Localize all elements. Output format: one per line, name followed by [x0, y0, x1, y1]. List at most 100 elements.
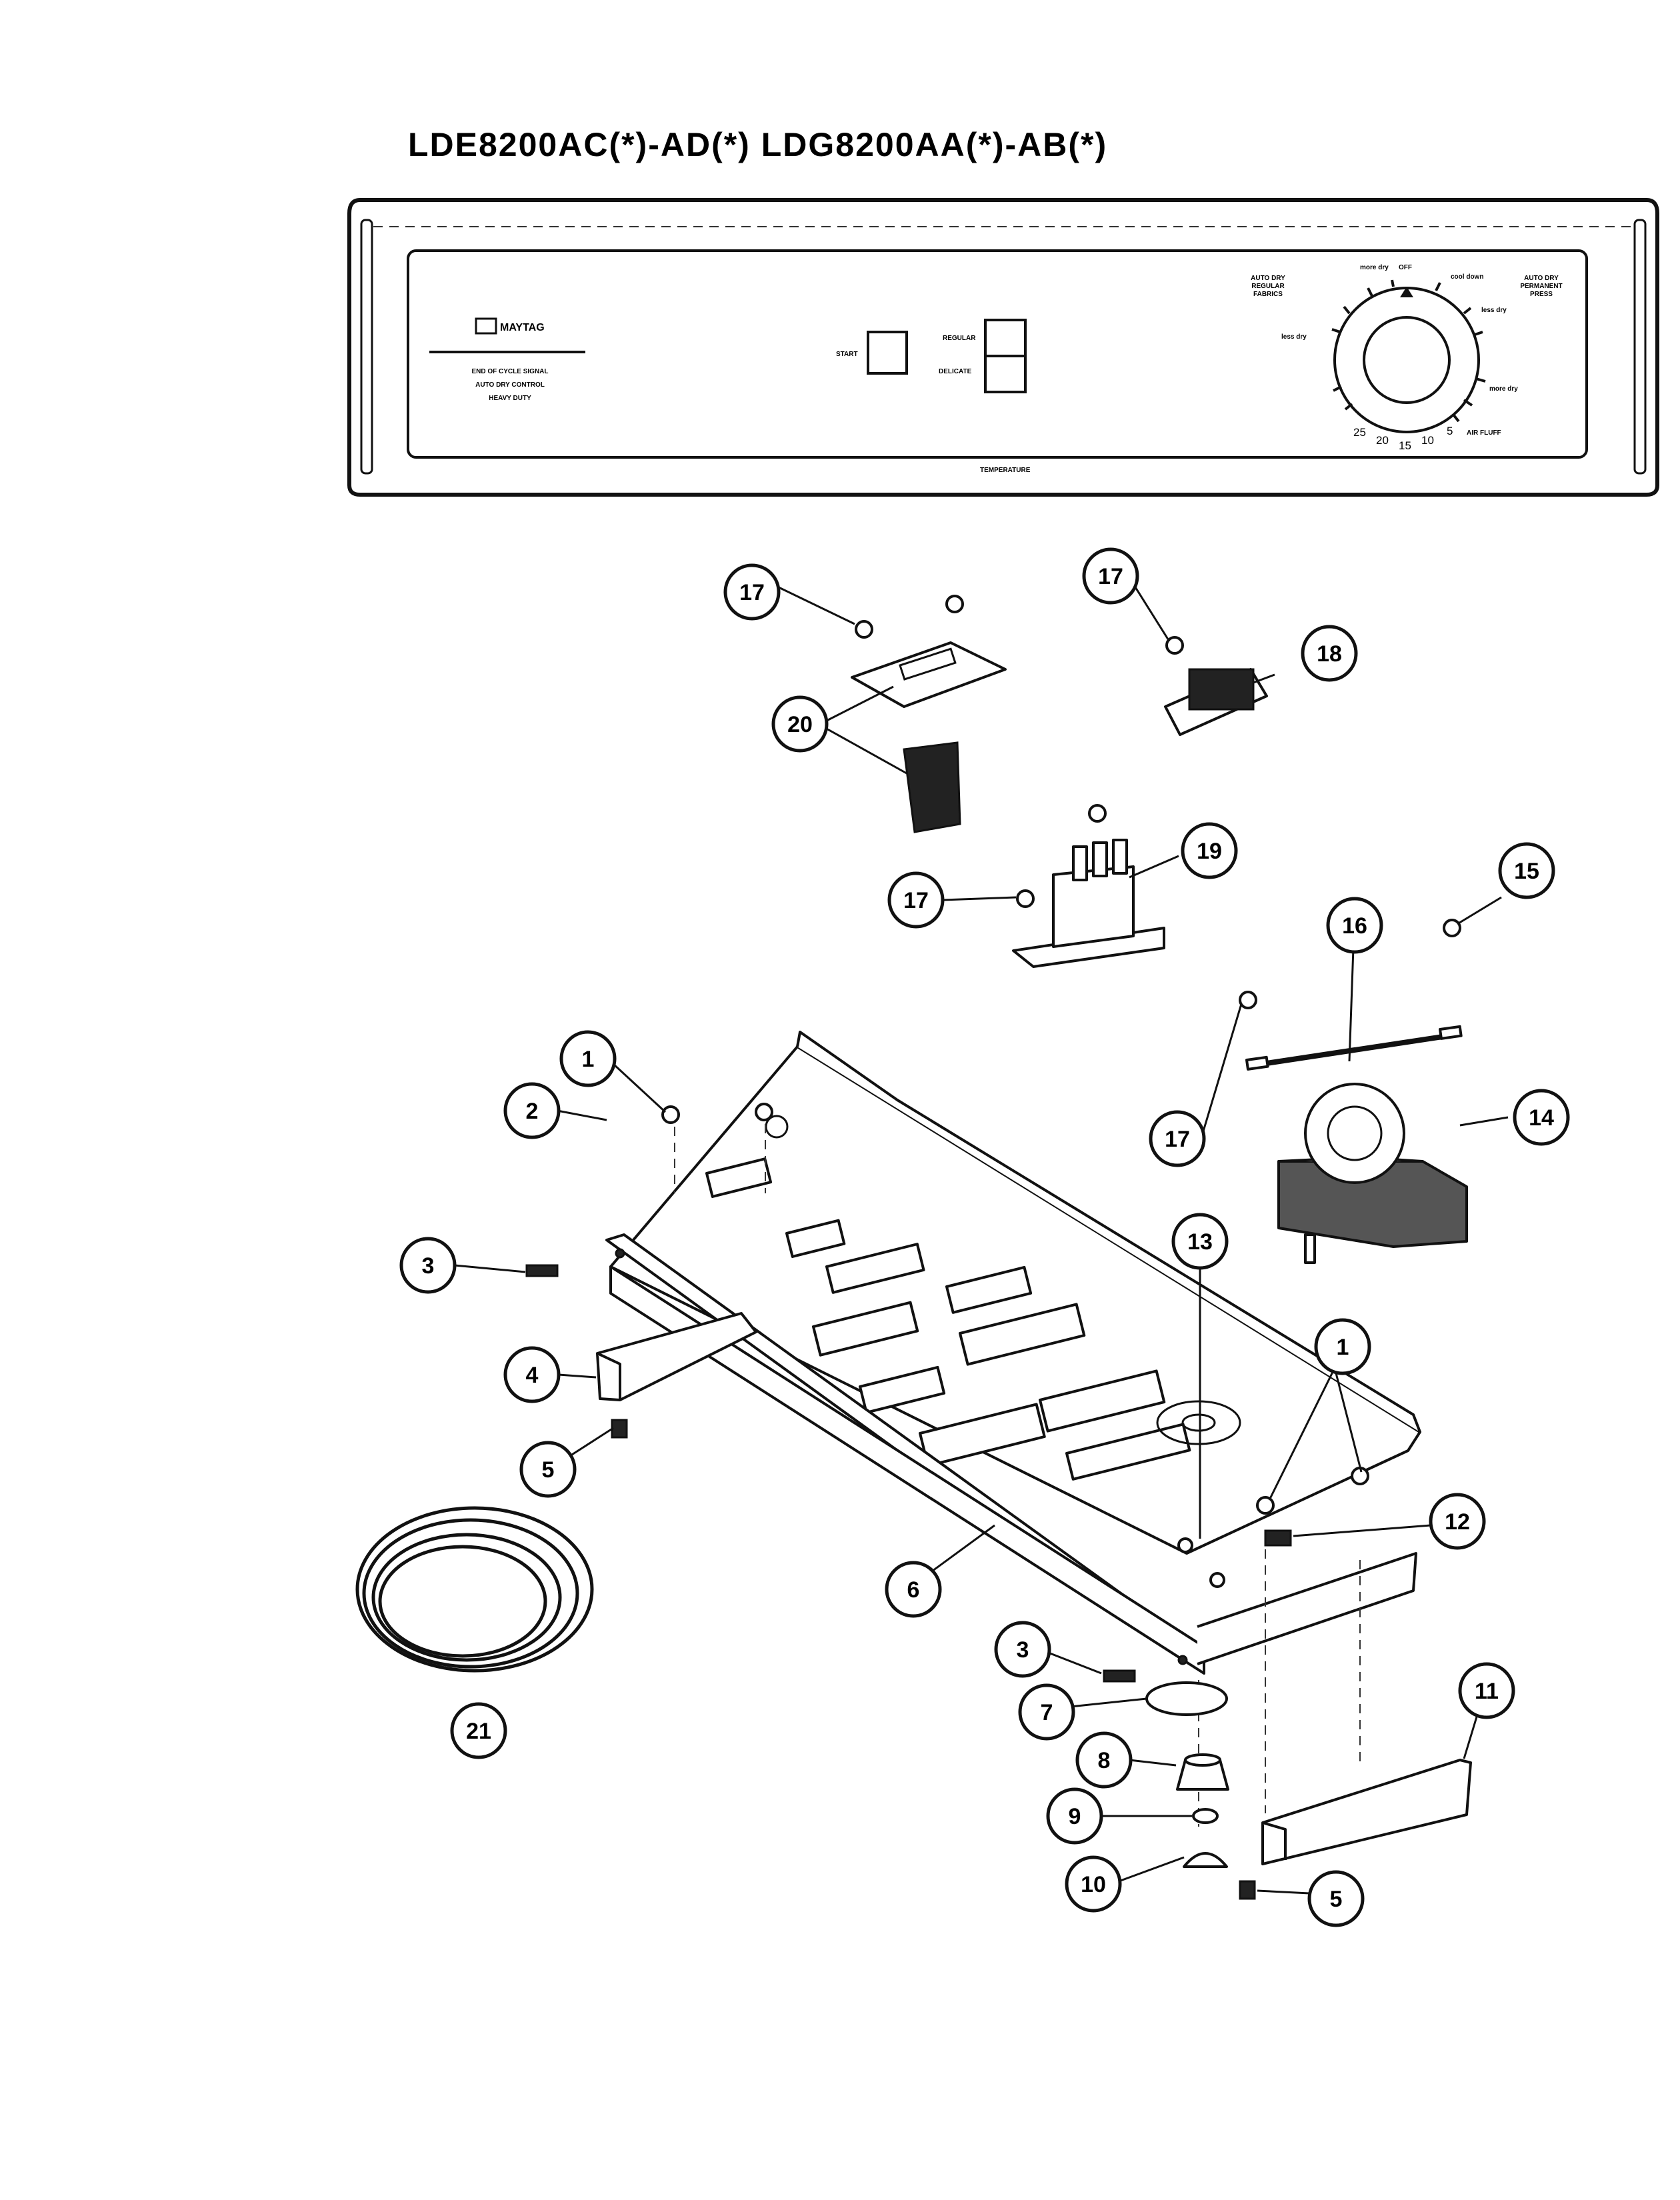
callout-8: 8 [1075, 1731, 1133, 1789]
svg-text:20: 20 [787, 712, 813, 737]
time-mark-15: 15 [1399, 439, 1411, 452]
svg-text:17: 17 [1165, 1127, 1190, 1152]
svg-text:9: 9 [1069, 1804, 1081, 1829]
callout-21: 21 [450, 1702, 507, 1759]
control-panel: MAYTAG END OF CYCLE SIGNAL AUTO DRY CONT… [347, 198, 1659, 497]
dial-ticks [1331, 279, 1486, 423]
brand-name: MAYTAG [500, 322, 545, 333]
delicate-button[interactable] [984, 355, 1027, 393]
selector-switch [1012, 839, 1165, 968]
feature-line-3: HEAVY DUTY [489, 395, 531, 402]
svg-text:16: 16 [1342, 913, 1367, 939]
timer-press-label-3: PRESS [1530, 291, 1553, 298]
timer-regular-label-2: REGULAR [1251, 283, 1285, 290]
small-hardware [525, 595, 1461, 1900]
feature-line-2: AUTO DRY CONTROL [475, 381, 545, 389]
callout-16: 16 [1326, 897, 1383, 954]
callout-5: 5 [519, 1441, 577, 1498]
signal-buzzer [1164, 668, 1268, 736]
callout-10: 10 [1065, 1855, 1122, 1913]
model-number-title: LDE8200AC(*)-AD(*) LDG8200AA(*)-AB(*) [408, 126, 1107, 163]
callout-17: 17 [1149, 1110, 1206, 1167]
knob [1176, 1753, 1229, 1791]
timer-regular-label-1: AUTO DRY [1251, 275, 1285, 282]
svg-text:3: 3 [422, 1253, 435, 1279]
brand-logo-icon [475, 317, 497, 335]
timer-knob[interactable] [1363, 316, 1451, 404]
svg-text:15: 15 [1514, 859, 1539, 884]
svg-text:12: 12 [1445, 1509, 1470, 1535]
svg-text:5: 5 [1330, 1887, 1343, 1912]
regular-button[interactable] [984, 319, 1027, 357]
panel-end-cap-right [1633, 219, 1647, 475]
dial-air-fluff: AIR FLUFF [1467, 429, 1501, 437]
dial-off: OFF [1399, 264, 1412, 271]
svg-text:14: 14 [1529, 1105, 1554, 1131]
wire-harness [355, 1506, 594, 1673]
svg-text:17: 17 [1098, 564, 1123, 589]
svg-text:19: 19 [1197, 839, 1222, 864]
callout-6: 6 [885, 1561, 942, 1618]
callout-5: 5 [1307, 1870, 1365, 1927]
dial-cool-down: cool down [1451, 273, 1483, 281]
dial-less-dry-left: less dry [1281, 333, 1307, 341]
callout-17: 17 [1082, 547, 1139, 605]
timer-wire [1253, 1032, 1457, 1068]
time-mark-20: 20 [1376, 434, 1389, 447]
callout-20: 20 [771, 695, 829, 753]
push-button-assembly [851, 641, 1007, 833]
svg-text:11: 11 [1475, 1679, 1499, 1704]
svg-text:3: 3 [1017, 1637, 1029, 1663]
feature-line-1: END OF CYCLE SIGNAL [471, 368, 548, 375]
callout-12: 12 [1429, 1493, 1486, 1550]
panel-face [407, 249, 1588, 459]
time-mark-5: 5 [1447, 425, 1453, 437]
dial-pointer-icon [1400, 287, 1413, 297]
svg-text:17: 17 [903, 888, 929, 913]
callout-17: 17 [887, 871, 945, 929]
svg-text:8: 8 [1098, 1748, 1111, 1773]
callout-18: 18 [1301, 625, 1358, 682]
timer-motor [1277, 1083, 1468, 1264]
dial-less-dry-right: less dry [1481, 307, 1507, 314]
dial-more-dry-top: more dry [1360, 264, 1389, 271]
right-bracket [1261, 1759, 1472, 1865]
callout-7: 7 [1018, 1683, 1075, 1741]
time-mark-10: 10 [1421, 434, 1434, 447]
regular-label: REGULAR [943, 335, 976, 342]
svg-text:7: 7 [1041, 1700, 1053, 1725]
panel-end-cap-left [360, 219, 373, 475]
svg-text:18: 18 [1317, 641, 1342, 667]
start-label: START [836, 351, 858, 358]
leader-lines [454, 583, 1509, 1895]
svg-text:4: 4 [526, 1363, 539, 1388]
svg-text:10: 10 [1081, 1872, 1106, 1897]
callout-15: 15 [1498, 842, 1555, 899]
svg-text:2: 2 [526, 1099, 539, 1124]
callout-4: 4 [503, 1346, 561, 1403]
temperature-label: TEMPERATURE [980, 467, 1031, 474]
timer-regular-label-3: FABRICS [1253, 291, 1283, 298]
console-top-plate [609, 1031, 1421, 1555]
timer-press-label-1: AUTO DRY [1524, 275, 1559, 282]
timer-press-label-2: PERMANENT [1520, 283, 1562, 290]
svg-text:1: 1 [1337, 1335, 1349, 1360]
callout-13: 13 [1171, 1213, 1229, 1270]
front-rail [605, 1233, 1205, 1675]
pulley [1145, 1681, 1228, 1716]
callout-1: 1 [559, 1030, 617, 1087]
svg-text:6: 6 [907, 1577, 920, 1603]
start-button[interactable] [867, 331, 908, 375]
callout-3: 3 [399, 1237, 457, 1294]
callout-1: 1 [1314, 1318, 1371, 1375]
callout-2: 2 [503, 1082, 561, 1139]
console-bottom-plate [1197, 1552, 1417, 1665]
delicate-label: DELICATE [939, 368, 972, 375]
callout-17: 17 [723, 563, 781, 621]
callout-3: 3 [994, 1621, 1051, 1678]
knob-cap [1183, 1852, 1228, 1868]
callout-9: 9 [1046, 1787, 1103, 1845]
svg-text:17: 17 [739, 580, 765, 605]
callout-11: 11 [1458, 1662, 1515, 1719]
